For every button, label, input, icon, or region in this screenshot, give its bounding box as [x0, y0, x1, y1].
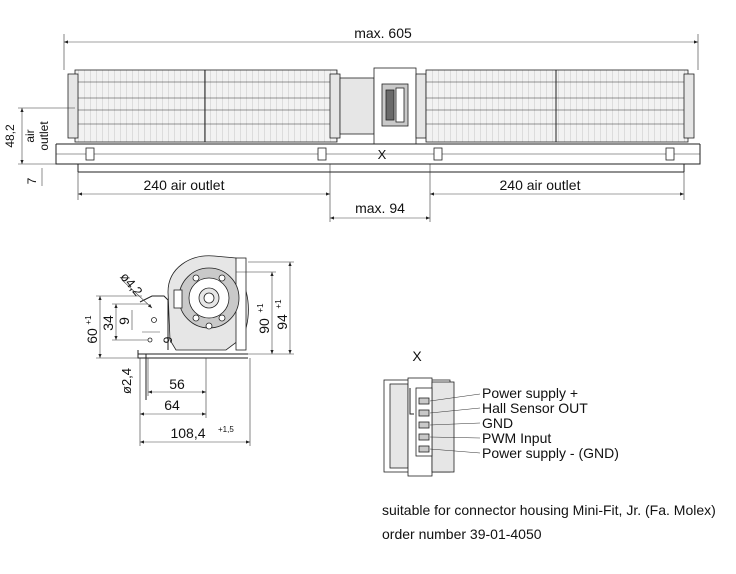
left-impeller — [67, 69, 341, 143]
dim-94-tol: +1 — [274, 299, 283, 309]
connector-note-2: order number 39-01-4050 — [382, 526, 542, 542]
dim-108-label: 108,4 — [170, 425, 205, 441]
air-outlet-label-1: air — [23, 129, 37, 142]
dim-90-tol: +1 — [256, 303, 265, 313]
motor-block — [339, 67, 427, 145]
pin-dia-label: ø2,4 — [119, 368, 134, 394]
connector-view: X Power supply + Hall Sensor OUT GND PWM… — [382, 348, 716, 542]
left-outlet-label: 240 air outlet — [144, 177, 225, 193]
motor-width-label: max. 94 — [355, 200, 405, 216]
base-dim-label: 7 — [25, 177, 39, 184]
hole-dia-leader — [121, 279, 153, 309]
dim-90-label: 90 — [256, 318, 272, 334]
air-outlet-label-2: outlet — [37, 121, 51, 151]
pin-label-2: Hall Sensor OUT — [482, 400, 588, 416]
overall-width-label: max. 605 — [354, 25, 412, 41]
dim-34-label: 34 — [100, 315, 116, 331]
height-dim-label: 48,2 — [3, 124, 17, 148]
dim-9-b-label: 9 — [161, 336, 175, 343]
right-outlet-label: 240 air outlet — [500, 177, 581, 193]
dim-94-label: 94 — [274, 314, 290, 330]
front-view: max. 605 — [3, 25, 701, 222]
dim-64-label: 64 — [164, 397, 180, 413]
connector-note-1: suitable for connector housing Mini-Fit,… — [382, 502, 716, 518]
dim-60-label: 60 — [84, 328, 100, 344]
housing-base — [55, 143, 701, 173]
dim-56-label: 56 — [169, 376, 185, 392]
dim-108-tol: +1,5 — [218, 425, 234, 434]
connector-title: X — [412, 348, 422, 364]
right-impeller — [425, 69, 695, 143]
dim-9-a-label: 9 — [116, 317, 132, 325]
section-marker-x: X — [378, 147, 387, 162]
hole-dia-label: ø4,2 — [117, 269, 145, 299]
pin-label-5: Power supply - (GND) — [482, 445, 619, 461]
pin-label-1: Power supply + — [482, 385, 578, 401]
pin-label-3: GND — [482, 415, 513, 431]
side-view: 90 +1 94 +1 60 +1 34 9 9 ø4,2 ø2,4 56 64 — [84, 255, 294, 446]
dim-60-tol: +1 — [84, 315, 93, 325]
pin-label-4: PWM Input — [482, 430, 551, 446]
